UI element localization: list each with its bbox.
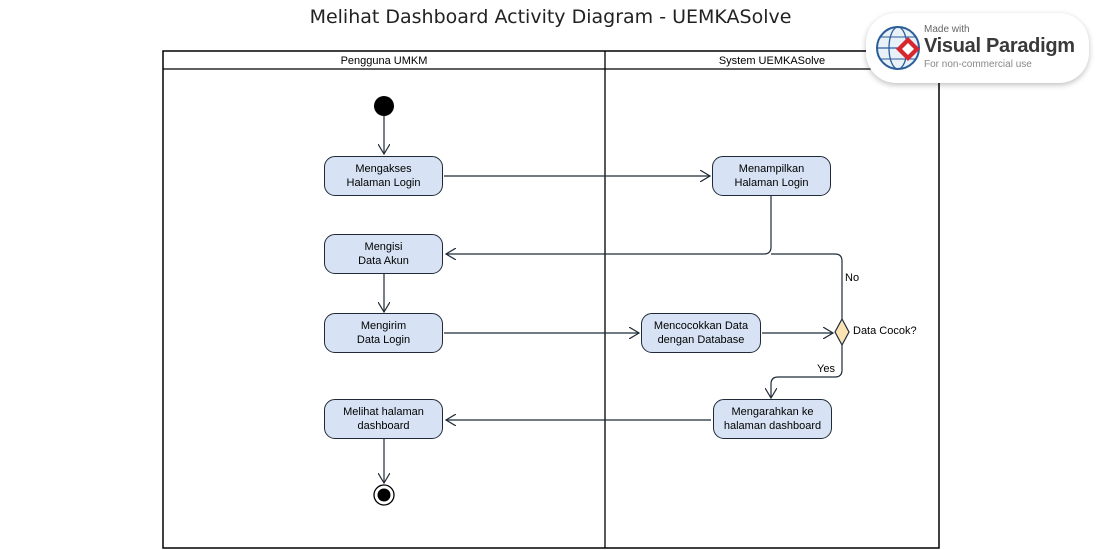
action-line: Mengarahkan ke [731,406,814,418]
final-node-inner [377,488,391,502]
action-line: Halaman Login [346,177,421,189]
swimlane-frame [162,50,940,549]
action-line: dashboard [357,420,410,432]
initial-node [374,96,394,116]
action-line: Mencocokkan Data [653,320,749,332]
guard-yes-label: Yes [817,363,835,375]
visual-paradigm-logo-icon [876,26,920,70]
badge-name: Visual Paradigm [924,35,1075,57]
decision-label: Data Cocok? [853,325,917,337]
flow-menampilkan-to-mengisi [446,196,772,254]
action-melihat-halaman-dashboard[interactable]: Melihat halaman dashboard [324,399,443,439]
action-line: dengan Database [657,334,745,346]
action-line: Mengakses [355,163,412,175]
guard-no-label: No [845,272,860,284]
flow-no-to-mengisi [771,253,843,319]
lane-header-system: System UEMKASolve [718,55,826,67]
action-line: Menampilkan [738,163,805,175]
action-line: Mengisi [364,241,403,253]
action-mengarahkan-ke-dashboard[interactable]: Mengarahkan ke halaman dashboard [713,399,832,439]
watermark-badge: Made with Visual Paradigm For non-commer… [866,13,1089,83]
badge-made-with: Made with [924,24,970,35]
action-line: Halaman Login [734,177,809,189]
action-line: Mengirim [360,320,407,332]
flow-yes-to-mengarahkan [771,345,843,398]
lane-header-pengguna: Pengguna UMKM [340,55,428,67]
action-mencocokkan-data[interactable]: Mencocokkan Data dengan Database [641,313,761,353]
badge-subtitle: For non-commercial use [924,59,1032,70]
diagram-title: Melihat Dashboard Activity Diagram - UEM… [309,6,792,28]
action-line: halaman dashboard [723,420,822,432]
action-line: Data Akun [358,255,409,267]
decision-diamond [834,317,850,347]
action-line: Melihat halaman [343,406,424,418]
action-line: Data Login [356,334,411,346]
